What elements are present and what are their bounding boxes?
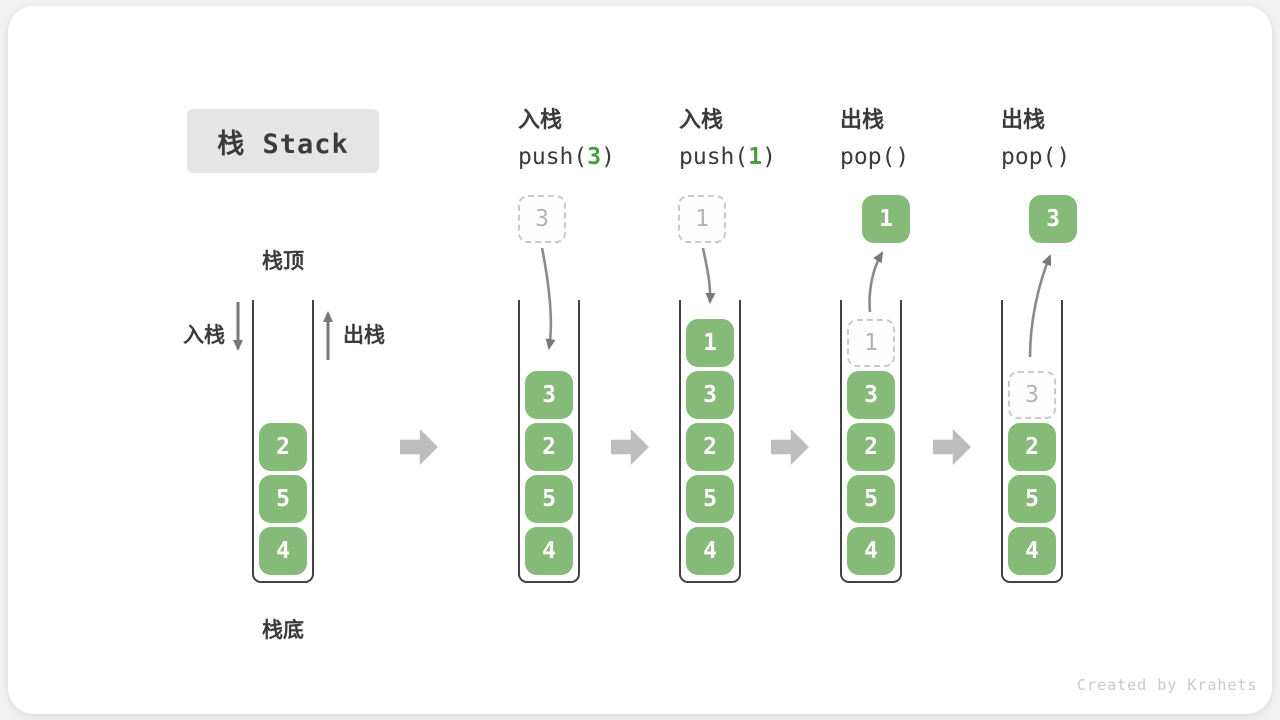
code-text: pop() <box>1001 144 1071 170</box>
stack-container-pop-3 <box>1001 300 1063 583</box>
op-header-pop-3: 出栈 pop() <box>1001 106 1171 171</box>
stack-container-initial <box>252 300 314 583</box>
op-header-pop-1: 出栈 pop() <box>840 106 1010 171</box>
stack-cell-ghost: 1 <box>847 319 895 367</box>
stack-cell: 4 <box>259 527 307 575</box>
code-arg: 1 <box>748 144 763 170</box>
op-name: 出栈 <box>840 107 885 132</box>
stack-cell: 5 <box>1008 475 1056 523</box>
stack-cell: 1 <box>686 319 734 367</box>
stack-container-push-3 <box>518 300 580 583</box>
stack-cell: 3 <box>847 371 895 419</box>
op-code: pop() <box>1001 143 1171 171</box>
stack-container-pop-1 <box>840 300 902 583</box>
stack-cell: 2 <box>525 423 573 471</box>
op-header-push-3: 入栈 push(3) <box>518 106 688 171</box>
op-header-push-1: 入栈 push(1) <box>679 106 849 171</box>
stack-cell: 5 <box>259 475 307 523</box>
op-name: 入栈 <box>679 107 724 132</box>
op-code: push(3) <box>518 143 688 171</box>
op-code: push(1) <box>679 143 849 171</box>
popped-value-box: 1 <box>862 195 910 243</box>
stack-cell: 2 <box>847 423 895 471</box>
watermark: Created by Krahets <box>1077 676 1258 694</box>
incoming-value-box: 3 <box>518 195 566 243</box>
label-stack-bottom: 栈底 <box>262 619 304 642</box>
op-name: 入栈 <box>518 107 563 132</box>
stack-cell: 5 <box>847 475 895 523</box>
op-code: pop() <box>840 143 1010 171</box>
stack-cell: 3 <box>525 371 573 419</box>
title-box: 栈 Stack <box>187 109 379 173</box>
code-text: ) <box>762 144 776 170</box>
stack-cell-ghost: 3 <box>1008 371 1056 419</box>
incoming-value-box: 1 <box>678 195 726 243</box>
stack-cell: 2 <box>686 423 734 471</box>
stack-cell: 4 <box>1008 527 1056 575</box>
stack-cell: 4 <box>686 527 734 575</box>
stack-container-push-1 <box>679 300 741 583</box>
code-arg: 3 <box>587 144 602 170</box>
page-title: 栈 Stack <box>217 128 349 160</box>
label-stack-top: 栈顶 <box>262 250 304 273</box>
op-name: 出栈 <box>1001 107 1046 132</box>
stack-cell: 3 <box>686 371 734 419</box>
stack-cell: 4 <box>525 527 573 575</box>
popped-value-box: 3 <box>1029 195 1077 243</box>
stack-cell: 2 <box>259 423 307 471</box>
stack-cell: 5 <box>525 475 573 523</box>
stack-cell: 4 <box>847 527 895 575</box>
stack-cell: 5 <box>686 475 734 523</box>
label-pop-out: 出栈 <box>343 324 385 347</box>
code-text: pop() <box>840 144 910 170</box>
code-text: push( <box>518 144 588 170</box>
stack-cell: 2 <box>1008 423 1056 471</box>
label-push-in: 入栈 <box>183 324 225 347</box>
code-text: ) <box>601 144 615 170</box>
code-text: push( <box>679 144 749 170</box>
